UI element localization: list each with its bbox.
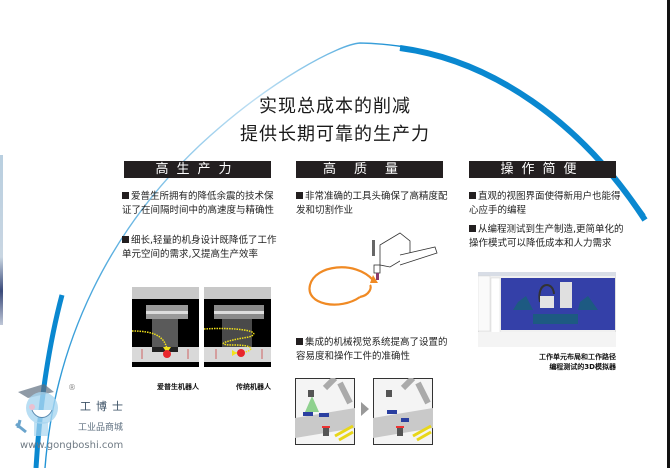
caption-conventional-robot: 传统机器人 <box>236 383 271 391</box>
caption-simulator-line2: 编程测试的3D模拟器 <box>549 363 616 371</box>
column-header-productivity: 高生产力 <box>124 161 271 178</box>
bullet-productivity-2: 细长,轻量的机身设计既降低了工作单元空间的需求,又提高生产效率 <box>122 235 277 260</box>
bullet-square-icon <box>296 192 303 199</box>
vision-system-after-image <box>373 378 433 445</box>
3d-simulator-screenshot <box>478 272 616 347</box>
arrow-right-icon <box>361 402 369 416</box>
mascot-logo-icon <box>15 384 58 436</box>
left-edge-strip <box>0 155 3 325</box>
headline-line1: 实现总成本的削减 <box>259 96 411 117</box>
vision-system-before-image <box>295 378 355 445</box>
bullet-quality-1: 非常准确的工具头确保了高精度配发和切割作业 <box>296 191 448 216</box>
bullet-square-icon <box>122 192 129 199</box>
bullet-ease-1: 直观的视图界面使得新用户也能得心应手的编程 <box>469 191 621 216</box>
bullet-ease-2: 从编程测试到生产制造,更简单化的操作模式可以降低成本和人力需求 <box>469 224 624 249</box>
epson-robot-photo <box>132 287 199 367</box>
column-header-ease-of-use: 操作简便 <box>469 161 616 178</box>
bullet-square-icon <box>296 338 303 345</box>
bullet-productivity-1: 爱普生所拥有的降低余震的技术保证了在间隔时间中的高速度与精确性 <box>122 191 275 216</box>
conventional-robot-photo <box>204 287 271 367</box>
brand-url: www.gongboshi.com <box>20 440 124 451</box>
caption-simulator-line1: 工作单元布局和工作路径 <box>539 353 616 361</box>
column-header-quality: 高质量 <box>296 161 443 178</box>
bullet-quality-2: 集成的机械视觉系统提高了设置的容易度和操作工件的准确性 <box>296 337 448 362</box>
bullet-square-icon <box>469 225 476 232</box>
bullet-square-icon <box>122 236 129 243</box>
brand-subtitle: 工业品商城 <box>78 423 124 433</box>
registered-mark: ® <box>68 383 76 392</box>
headline-line2: 提供长期可靠的生产力 <box>240 124 430 145</box>
tool-head-illustration <box>308 232 438 306</box>
caption-epson-robot: 爱普生机器人 <box>157 383 199 391</box>
bullet-square-icon <box>469 192 476 199</box>
brand-name: 工博士 <box>80 400 128 413</box>
page-edge <box>667 0 670 468</box>
